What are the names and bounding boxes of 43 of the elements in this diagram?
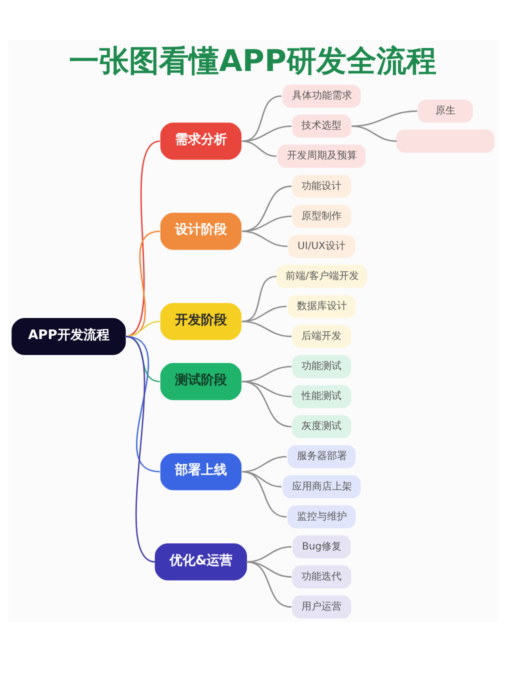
node-box: 功能设计 <box>292 174 352 198</box>
node-box: 测试阶段 <box>160 363 242 400</box>
node-box: 开发阶段 <box>160 302 242 340</box>
connector <box>125 140 160 338</box>
connector <box>242 276 277 322</box>
diagram-title: 一张图看懂APP研发全流程 <box>69 44 436 80</box>
connector <box>125 336 156 563</box>
node-box: 服务器部署 <box>288 445 356 468</box>
node-box: 原生 <box>418 100 473 123</box>
node-box: 用户运营 <box>292 595 352 618</box>
node-box: 开发周期及预算 <box>278 144 366 168</box>
connector <box>352 125 397 142</box>
node-box: 原型制作 <box>292 204 352 228</box>
node-box: 具体功能需求 <box>282 84 361 108</box>
node-box: 需求分析 <box>160 122 242 160</box>
node-box: 功能测试 <box>292 355 352 378</box>
connector <box>246 561 292 608</box>
connector <box>242 95 282 142</box>
node-box: 后端开发 <box>292 324 352 348</box>
node-box: 功能迭代 <box>292 565 352 588</box>
connector <box>242 230 288 248</box>
connector <box>242 471 287 518</box>
node-box: UI/UX设计 <box>288 234 356 258</box>
node-box <box>396 130 494 153</box>
node-box: Bug修复 <box>292 535 351 558</box>
connector <box>242 306 287 322</box>
node-box: 技术选型 <box>292 114 352 138</box>
connector <box>242 140 277 157</box>
connector <box>125 230 160 338</box>
node-box: 灰度测试 <box>292 415 352 438</box>
node-box: 数据库设计 <box>288 294 356 318</box>
node-box: 优化&运营 <box>154 543 247 580</box>
connector <box>125 320 160 338</box>
connector <box>246 546 292 563</box>
node-box: 前端/客户端开发 <box>276 264 368 288</box>
node-box: 监控与维护 <box>288 505 356 528</box>
node-box: 性能测试 <box>292 385 352 408</box>
node-box: 设计阶段 <box>160 212 242 250</box>
node-box: APP开发流程 <box>12 318 126 356</box>
connector <box>242 320 292 338</box>
node-box: 应用商店上架 <box>282 475 361 498</box>
connector <box>242 380 292 428</box>
node-box: 部署上线 <box>160 453 242 490</box>
